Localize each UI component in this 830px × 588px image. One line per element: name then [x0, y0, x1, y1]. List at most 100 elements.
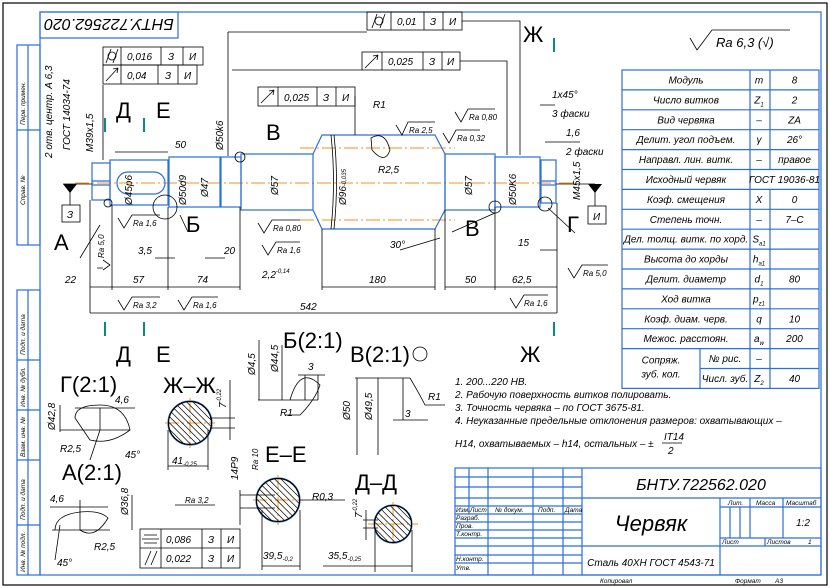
param-label-text: Направл. лин. витк. — [639, 155, 733, 166]
tolerance-value: 0,016 — [127, 52, 152, 63]
tb-sheet-label: Лист — [721, 539, 739, 546]
dim-2-2-value: 2,2 — [261, 270, 276, 281]
param-symbol: Z1 — [753, 95, 763, 108]
surface-all-around-icon — [412, 346, 428, 362]
tb-sheets: 1 — [808, 539, 812, 546]
hatch-line — [176, 404, 209, 437]
tb-role: Утв. — [455, 565, 471, 572]
angle-30: 30° — [390, 240, 405, 251]
hatch-line — [256, 492, 286, 522]
datum-markers: З И — [61, 184, 607, 225]
param-label: Коэф. диам. черв. — [644, 313, 728, 325]
dia-50d9: Ø50d9 — [178, 175, 189, 206]
hatch-line — [273, 478, 300, 505]
section-letter-e-bottom: Е — [156, 342, 171, 367]
section-outline — [167, 400, 213, 446]
dia-96-value: Ø96 — [338, 186, 349, 206]
param-label: Степень точн. — [650, 215, 723, 226]
mating-row-label: Числ. зуб. — [702, 373, 748, 385]
param-symbol: – — [755, 215, 762, 226]
param-symbol: γ — [757, 135, 763, 146]
roughness-label: Ra 0,80 — [273, 224, 302, 233]
tolerance-base: И — [189, 52, 197, 63]
chamfer-1x45: 1х45° — [552, 90, 578, 101]
size-value: 41 — [172, 456, 183, 467]
detail-b-w: 3 — [308, 362, 314, 373]
detail-a-d: Ø36,8 — [120, 487, 131, 516]
center-hole-note: 2 отв. центр. А 6,3 — [44, 65, 55, 159]
param-label: Число витков — [653, 95, 719, 106]
tolerance-value: 0,025 — [284, 93, 309, 104]
dia-57-right: Ø57 — [464, 176, 475, 196]
detail-letter-b: Б — [186, 212, 200, 237]
hatch-line — [395, 505, 412, 522]
param-label: Направл. лин. витк. — [639, 155, 733, 166]
roughness-label: Ra 3,2 — [133, 301, 157, 310]
param-symbol-sub: a1 — [758, 262, 765, 268]
param-label: Коэф. смещения — [647, 194, 726, 206]
side-label: Подп. и дата — [19, 479, 27, 520]
side-label: Взам. инв. № — [20, 417, 27, 457]
radial-runout-arrow-icon — [105, 67, 119, 82]
param-label-text: Вид червяка — [657, 115, 715, 126]
param-label: Межос. расстоян. — [643, 334, 728, 345]
rotated-doc-box — [39, 11, 179, 39]
tb-part-name: Червяк — [615, 511, 689, 536]
section-e-width: 14P9 — [230, 456, 241, 480]
detail-letter-a: А — [54, 230, 69, 255]
param-symbol-sub: w — [760, 341, 765, 347]
tb-header-izm: Изм. — [456, 507, 470, 514]
param-value: 10 — [789, 314, 801, 325]
tb-scale-label: Масштаб — [786, 499, 817, 507]
section-letter-zh-bottom: Ж — [520, 342, 541, 367]
param-symbol-text: q — [756, 314, 762, 325]
hatch-line — [389, 505, 412, 528]
param-value: правое — [778, 155, 811, 166]
param-label-text: Ход витка — [660, 294, 711, 305]
hatch-line — [168, 428, 185, 445]
tb-material: Сталь 40ХН ГОСТ 4543-71 — [587, 558, 715, 569]
roughness-label: Ra 1,6 — [277, 246, 301, 255]
mating-row-value-text: 40 — [789, 374, 801, 385]
param-label: Вид червяка — [657, 115, 715, 126]
tolerance-value: 0,01 — [397, 17, 416, 28]
dim-57: 57 — [133, 275, 145, 286]
tolerance-frame: 0,086 З И 0,022 З И — [139, 528, 241, 569]
param-value: ZA — [787, 115, 801, 126]
param-label-text: Модуль — [668, 76, 703, 87]
chamfer-16-note: 2 фаски — [565, 146, 604, 158]
section-d-depth: 7-0,22 — [353, 498, 365, 518]
roughness-label: Ra 1,6 — [133, 219, 157, 228]
note: Н14, охватываемых – h14, остальных – ± — [455, 439, 654, 450]
tolerance-frame: 0,01 З И — [366, 11, 463, 31]
param-symbol-sub: z1 — [758, 301, 765, 307]
symmetry-icon — [142, 534, 159, 544]
mating-row-label-text: Числ. зуб. — [702, 373, 748, 385]
param-symbol: pz1 — [752, 294, 765, 307]
dia-96-tol: -0,035 — [342, 168, 348, 186]
tolerance-base: И — [449, 17, 457, 28]
radius-r1: R1 — [373, 100, 386, 111]
side-label: Инв. № дубл. — [19, 367, 27, 407]
tolerance-frame: 0,025 З И — [257, 86, 356, 107]
param-value-text: 200 — [785, 334, 803, 345]
param-symbol-text: ГОСТ 19036-81 — [749, 175, 820, 186]
dim-542: 542 — [300, 302, 317, 313]
section-e-size: 39,5-0,2 — [263, 551, 293, 563]
tb-role: Пров. — [456, 523, 473, 530]
hatch-line — [167, 421, 192, 446]
tb-header-doc: № докум. — [495, 506, 524, 514]
center-hole-note: ГОСТ 14034-74 — [62, 79, 73, 150]
tb-header-date: Дата — [564, 507, 583, 514]
section-marks: Д Е Ж Д Е Ж В Б А В Г — [54, 22, 579, 367]
param-label: Модуль — [668, 76, 703, 87]
parallelism-icon — [144, 550, 158, 566]
tolerance-base: З — [430, 17, 436, 28]
section-letter-e: Е — [156, 98, 171, 123]
detail-view-g: Г(2:1) Ø42,8 4,6 R2,5 45° — [47, 372, 140, 461]
param-label-text: Дел. толщ. витк. по хорд. — [623, 235, 748, 246]
hatch-line — [375, 516, 401, 542]
param-value: 8 — [792, 76, 798, 87]
